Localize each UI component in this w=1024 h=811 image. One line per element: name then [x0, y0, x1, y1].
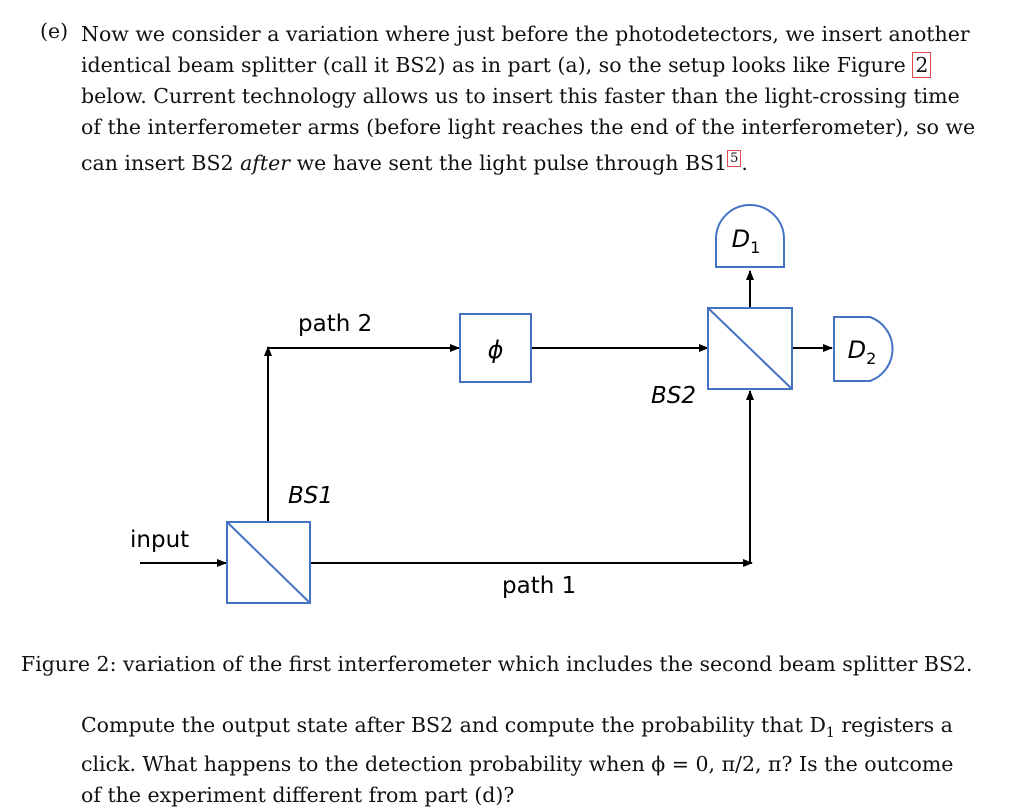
d2-label: D	[848, 336, 866, 364]
part-label: (e)	[40, 19, 69, 43]
question-line-3: of the experiment different from part (d…	[81, 783, 515, 808]
question-d-subscript: 1	[825, 725, 835, 742]
footnote-ref-link[interactable]: 5	[727, 150, 742, 167]
after-emphasis: after	[240, 150, 291, 175]
svg-text:D2: D2	[848, 336, 877, 368]
phase-symbol: ϕ	[488, 336, 504, 364]
figure-caption: Figure 2: variation of the first interfe…	[21, 652, 973, 676]
detector-d2: D2	[833, 316, 894, 382]
intro-paragraph: Now we consider a variation where just b…	[81, 19, 975, 179]
d2-subscript: 2	[866, 349, 876, 368]
intro-line-4: of the interferometer arms (before light…	[81, 115, 976, 139]
path-1-label: path 1	[502, 573, 576, 599]
detector-d1: D1	[715, 204, 785, 268]
question-paragraph: Compute the output state after BS2 and c…	[81, 710, 953, 811]
phase-shifter-box: ϕ	[459, 313, 532, 383]
question-line-2: click. What happens to the detection pro…	[81, 752, 954, 777]
d1-subscript: 1	[750, 238, 760, 257]
d1-label: D	[732, 225, 750, 253]
figure-ref-link[interactable]: 2	[912, 52, 932, 78]
interferometer-diagram: ϕ D1 D2 input BS1 BS2 path 2 path 1	[130, 204, 894, 604]
bs2-beam-splitter	[707, 307, 793, 390]
question-line-1: Compute the output state after BS2 and c…	[81, 713, 953, 742]
bs1-label: BS1	[288, 483, 333, 509]
intro-line-5: can insert BS2 after we have sent the li…	[81, 150, 748, 175]
intro-line-1: Now we consider a variation where just b…	[81, 22, 970, 46]
svg-text:D1: D1	[732, 225, 761, 257]
intro-line-2: identical beam splitter (call it BS2) as…	[81, 50, 975, 81]
path-2-label: path 2	[298, 311, 372, 337]
bs2-label: BS2	[651, 383, 696, 409]
bs1-beam-splitter	[226, 521, 311, 604]
input-label: input	[130, 527, 189, 553]
intro-line-3: below. Current technology allows us to i…	[81, 84, 960, 108]
